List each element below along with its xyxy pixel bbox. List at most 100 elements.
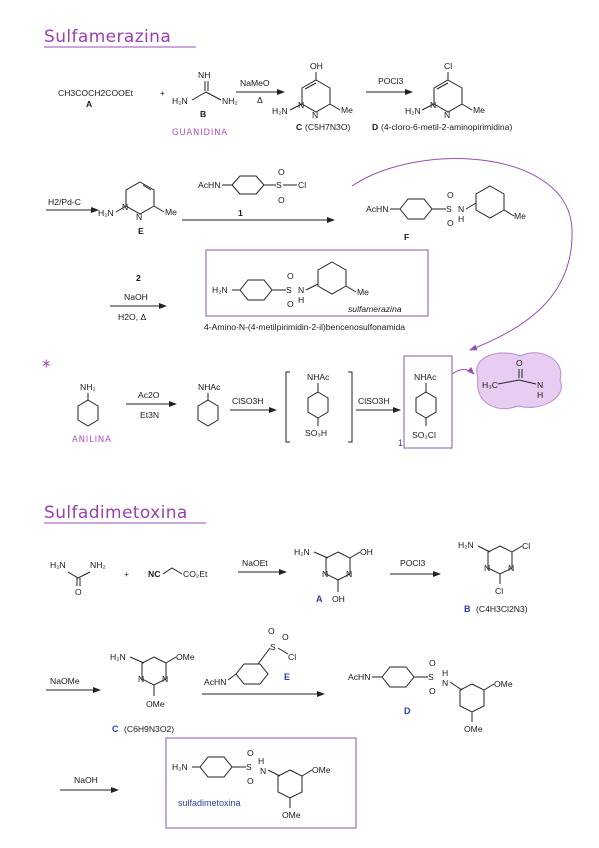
svg-text:OMe: OMe bbox=[464, 724, 483, 734]
svg-text:NH₂: NH₂ bbox=[90, 560, 106, 570]
sulfamerazina-iupac-name: 4-Amino-N-(4-metilpirimidin-2-il)benceno… bbox=[204, 322, 405, 332]
compound-f-label: F bbox=[404, 232, 409, 242]
svg-text:N: N bbox=[138, 674, 144, 684]
svg-text:O: O bbox=[429, 686, 436, 696]
svg-text:O: O bbox=[278, 195, 285, 205]
reagent-naoet: NaOEt bbox=[242, 558, 268, 568]
sulfamerazina-structure: H₂N S O O N H Me bbox=[212, 261, 369, 309]
svg-text:N: N bbox=[508, 563, 514, 573]
reagent-naoh-hydrolysis: NaOH bbox=[124, 292, 148, 302]
svg-text:N: N bbox=[430, 100, 436, 110]
reagent-h2-pdc: H2/Pd-C bbox=[48, 197, 81, 207]
svg-text:OH: OH bbox=[332, 594, 345, 604]
acetyl-annotation-arrow bbox=[451, 366, 475, 375]
svg-text:N: N bbox=[298, 285, 304, 295]
compound-a-pyrimidine: H₂N OH OH N N bbox=[294, 547, 373, 604]
sulfadimetoxina-structure: H₂N S O O H N OMe OMe bbox=[172, 748, 331, 820]
urea-structure: H₂N NH₂ O bbox=[50, 560, 106, 597]
star-annotation: * bbox=[42, 357, 51, 377]
svg-text:H₂N: H₂N bbox=[50, 560, 66, 570]
svg-text:S: S bbox=[270, 642, 276, 652]
svg-text:N: N bbox=[136, 212, 142, 222]
svg-text:S: S bbox=[286, 285, 292, 295]
compound-d-name: (4-cloro-6-metil-2-aminopirimidina) bbox=[381, 122, 512, 132]
svg-text:N: N bbox=[122, 202, 128, 212]
svg-text:O: O bbox=[278, 167, 285, 177]
svg-text:Cl: Cl bbox=[298, 180, 306, 190]
svg-text:O: O bbox=[75, 587, 82, 597]
svg-text:Me: Me bbox=[514, 211, 526, 221]
compound-c-label-2: C bbox=[112, 724, 119, 734]
compound-d-structure: Cl Me H₂N N N bbox=[405, 61, 485, 120]
svg-text:CO₂Et: CO₂Et bbox=[183, 569, 208, 579]
reagent-heat: Δ bbox=[257, 95, 263, 105]
svg-text:AcHN: AcHN bbox=[348, 672, 370, 682]
reagent-et3n: Et3N bbox=[140, 410, 159, 420]
svg-text:AcHN: AcHN bbox=[366, 204, 388, 214]
svg-text:H₃C: H₃C bbox=[482, 380, 498, 390]
svg-text:N: N bbox=[312, 110, 318, 120]
aniline-structure: NH₂ bbox=[77, 382, 99, 427]
reagent-clso3h-2: ClSO3H bbox=[358, 396, 390, 406]
svg-text:S: S bbox=[428, 672, 434, 682]
svg-text:H: H bbox=[442, 668, 448, 678]
sulfonyl-chloride-structure: NHAc SO₂Cl bbox=[412, 372, 437, 440]
compound-e-label-2: E bbox=[284, 672, 290, 682]
plus-sign-2: + bbox=[124, 569, 129, 579]
reagent-1-structure: AcHN S O O Cl bbox=[198, 167, 306, 205]
svg-text:SO₂Cl: SO₂Cl bbox=[412, 430, 436, 440]
svg-text:Cl: Cl bbox=[288, 652, 296, 662]
svg-text:H₂N: H₂N bbox=[405, 106, 421, 116]
svg-text:H₂N: H₂N bbox=[98, 208, 114, 218]
guanidine-structure: NH H₂N NH₂ bbox=[172, 70, 238, 106]
compound-d-label: D bbox=[372, 122, 378, 132]
svg-text:Me: Me bbox=[473, 105, 485, 115]
plus-sign: + bbox=[160, 88, 165, 98]
svg-text:Cl: Cl bbox=[522, 541, 530, 551]
svg-text:H₂N: H₂N bbox=[110, 652, 126, 662]
compound-c-formula: (C5H7N3O) bbox=[305, 122, 351, 132]
reagent-2-label: 2 bbox=[136, 273, 141, 283]
svg-text:OMe: OMe bbox=[176, 652, 195, 662]
reagent-1-box bbox=[403, 355, 453, 449]
svg-text:Cl: Cl bbox=[444, 61, 452, 71]
svg-text:OMe: OMe bbox=[282, 810, 301, 820]
reagent-namero: NaMeO bbox=[240, 78, 270, 88]
svg-text:N: N bbox=[442, 678, 448, 688]
svg-text:NC: NC bbox=[148, 569, 160, 579]
compound-c-label: C bbox=[296, 122, 302, 132]
svg-text:NHAc: NHAc bbox=[198, 382, 221, 392]
svg-text:O: O bbox=[516, 358, 523, 368]
svg-text:H₂N: H₂N bbox=[294, 547, 310, 557]
compound-b-label-2: B bbox=[464, 604, 471, 614]
compound-d-structure-2: AcHN S O O H N OMe OMe bbox=[348, 658, 513, 734]
compound-e-structure: Me H₂N N N bbox=[98, 181, 177, 222]
svg-text:H₂N: H₂N bbox=[172, 96, 188, 106]
compound-c-formula-2: (C6H9N3O2) bbox=[124, 724, 174, 734]
reagent-naome: NaOMe bbox=[50, 676, 80, 686]
svg-text:N: N bbox=[458, 204, 464, 214]
compound-e-sulfonyl-chloride: AcHN S O O Cl bbox=[204, 626, 296, 687]
svg-text:SO₃H: SO₃H bbox=[305, 428, 327, 438]
svg-text:NH₂: NH₂ bbox=[80, 382, 96, 392]
acetamide-structure: O H₃C N H bbox=[482, 358, 543, 400]
svg-text:Me: Me bbox=[165, 207, 177, 217]
svg-text:H₂N: H₂N bbox=[458, 540, 474, 550]
svg-text:OMe: OMe bbox=[312, 765, 331, 775]
svg-text:OMe: OMe bbox=[494, 679, 513, 689]
reagent-pocl3: POCl3 bbox=[378, 76, 404, 86]
svg-text:H₂N: H₂N bbox=[272, 106, 288, 116]
svg-text:N: N bbox=[298, 100, 304, 110]
section-title-sulfadimetoxina: Sulfadimetoxina bbox=[44, 503, 188, 523]
svg-text:H: H bbox=[458, 214, 464, 224]
compound-b-formula: (C4H3Cl2N3) bbox=[476, 604, 528, 614]
compound-a-formula: CH3COCH2COOEt bbox=[58, 88, 134, 98]
reagent-1-label: 1 bbox=[238, 208, 243, 218]
compound-e-label: E bbox=[138, 226, 144, 236]
reagent-pocl3-2: POCl3 bbox=[400, 558, 426, 568]
svg-text:O: O bbox=[268, 626, 275, 636]
reagent-water-heat: H2O, Δ bbox=[118, 312, 146, 322]
section-title-sulfamerazina: Sulfamerazina bbox=[44, 27, 171, 47]
svg-text:O: O bbox=[429, 658, 436, 668]
svg-text:OH: OH bbox=[360, 547, 373, 557]
